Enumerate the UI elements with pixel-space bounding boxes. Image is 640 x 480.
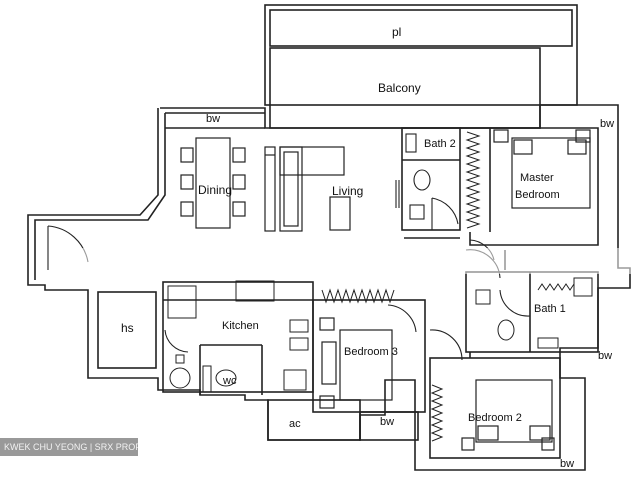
kitchen-door xyxy=(164,329,189,353)
dining-label: Dining xyxy=(198,183,233,197)
planter-label: pl xyxy=(392,25,402,39)
bw-ledge-bottom xyxy=(359,411,419,441)
wc-label: wc xyxy=(223,375,237,387)
living-label: Living xyxy=(332,184,364,198)
bath1-door xyxy=(499,289,531,317)
haze-band xyxy=(80,248,640,274)
sofa xyxy=(279,146,345,176)
ac-ledge xyxy=(267,399,361,441)
dining-table xyxy=(195,137,231,229)
bw-label-top-right: bw xyxy=(600,118,615,130)
bw-label-top-left: bw xyxy=(206,113,221,125)
bedroom3-wardrobe xyxy=(321,288,395,304)
master-wardrobe xyxy=(465,131,481,229)
planter-outline xyxy=(264,4,578,106)
bedroom2-walls xyxy=(429,357,561,459)
bedroom3-bed xyxy=(339,329,393,401)
bedroom3-door xyxy=(387,304,417,333)
bedroom3-label: Bedroom 3 xyxy=(344,346,398,358)
bath2-label: Bath 2 xyxy=(424,138,456,150)
bath2-toilet xyxy=(413,169,431,191)
bath1-toilet xyxy=(497,319,515,341)
bedroom2-label: Bedroom 2 xyxy=(468,412,522,424)
fridge xyxy=(167,285,197,319)
ac-label: ac xyxy=(289,418,301,430)
agent-watermark: KWEK CHU YEONG | SRX PROPERTY xyxy=(0,438,138,456)
master-walls xyxy=(460,127,599,246)
bw-label-bottom-right: bw xyxy=(560,458,575,470)
kitchen-walls xyxy=(162,281,314,393)
bath1-label: Bath 1 xyxy=(534,303,566,315)
hs-label: hs xyxy=(121,321,134,335)
washer xyxy=(169,367,191,389)
bw-label-bottom-mid: bw xyxy=(380,416,395,428)
hs-room xyxy=(97,291,157,369)
master-bedroom-label-line1: Master xyxy=(520,172,554,184)
balcony-label: Balcony xyxy=(378,81,421,95)
bath1-walls xyxy=(465,271,599,353)
master-bedroom-label-line2: Bedroom xyxy=(515,189,560,201)
master-bed xyxy=(511,137,591,209)
bw-label-right-mid: bw xyxy=(598,350,613,362)
bedroom2-bed xyxy=(475,379,553,443)
bedroom2-wardrobe xyxy=(430,384,444,442)
bath2-walls xyxy=(401,127,461,231)
bedroom2-door xyxy=(429,329,463,361)
bath2-door xyxy=(431,197,459,230)
outer-wall-inner xyxy=(34,113,166,280)
planter-inner xyxy=(269,9,573,47)
tv-console xyxy=(264,146,276,232)
kitchen-label: Kitchen xyxy=(222,320,259,332)
coffee-table xyxy=(329,196,351,231)
bath1-vanity xyxy=(537,283,575,291)
